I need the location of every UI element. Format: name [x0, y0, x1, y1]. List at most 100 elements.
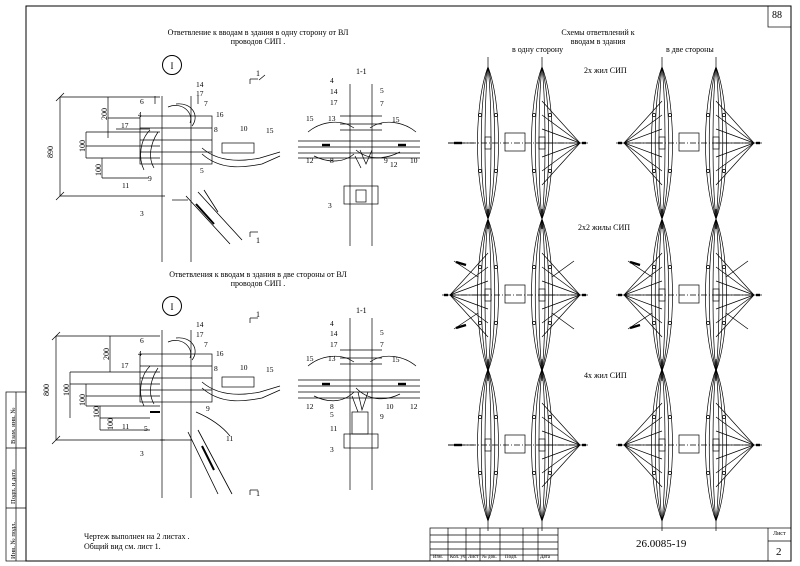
tb-header-kol: Кол. уч. — [450, 555, 467, 560]
row-label-1: 2х жил СИП — [584, 66, 627, 75]
callout-top-section-4: 5 — [380, 86, 384, 95]
pole-section-top — [298, 84, 420, 246]
callout-top-front-8: 8 — [214, 125, 218, 134]
callout-bottom-section-14: 9 — [380, 412, 384, 421]
callout-top-front-14: 3 — [140, 209, 144, 218]
callout-top-section-3: 17 — [330, 98, 338, 107]
callout-top-section-10: 8 — [330, 156, 334, 165]
callout-top-front-2: 17 — [196, 89, 204, 98]
callout-bottom-section-9: 12 — [306, 402, 314, 411]
section-mark-3: 1 — [256, 310, 260, 319]
callout-top-section-1: 4 — [330, 76, 334, 85]
callout-bottom-front-6: 17 — [121, 361, 129, 370]
callout-top-section-11: 9 — [384, 156, 388, 165]
callout-top-front-6: 17 — [121, 121, 129, 130]
title-left-bottom: Ответвления к вводам в здания в две стор… — [169, 270, 347, 288]
title-right: Схемы ответвлений к вводам в здания — [561, 28, 635, 46]
branch-diagram-1 — [448, 57, 588, 229]
section-mark-4: 1 — [256, 489, 260, 498]
view-marker-bottom-label: I — [170, 302, 174, 312]
note-line-1: Чертеж выполнен на 2 листах . — [84, 532, 190, 541]
note-line-2: Общий вид см. лист 1. — [84, 542, 161, 551]
callout-bottom-section-4: 5 — [380, 328, 384, 337]
column-one-side: в одну сторону — [512, 45, 564, 54]
callout-bottom-section-10: 8 — [330, 402, 334, 411]
sheet-number-top: 88 — [772, 10, 782, 21]
sheet-label: Лист — [773, 531, 786, 537]
dimension-lines-bottom — [51, 331, 165, 445]
view-marker-top-label: I — [170, 61, 174, 71]
callout-bottom-front-1: 14 — [196, 320, 204, 329]
callout-bottom-front-7: 16 — [216, 349, 224, 358]
dim-top-100a: 100 — [78, 140, 87, 152]
callout-bottom-section-8: 15 — [306, 354, 314, 363]
callout-bottom-front-14: 11 — [226, 434, 234, 443]
callout-bottom-front-4: 6 — [140, 336, 144, 345]
tb-header-doc: № док. — [482, 555, 497, 560]
dim-top-200: 200 — [100, 108, 109, 120]
branch-diagram-5 — [448, 359, 588, 531]
section-label-bottom: 1-1 — [356, 306, 367, 315]
callout-bottom-front-3: 7 — [204, 340, 208, 349]
callout-top-front-10: 15 — [266, 126, 274, 135]
branch-diagram-2 — [616, 57, 762, 229]
callout-bottom-front-13: 5 — [144, 424, 148, 433]
callout-bottom-section-2: 14 — [330, 329, 338, 338]
callout-top-section-2: 14 — [330, 87, 338, 96]
branch-diagram-3 — [442, 209, 588, 381]
dim-top-890: 890 — [46, 146, 55, 158]
callout-top-section-5: 7 — [380, 99, 384, 108]
callout-bottom-section-3: 17 — [330, 340, 338, 349]
callout-top-front-13: 11 — [122, 181, 130, 190]
callout-bottom-front-10: 15 — [266, 365, 274, 374]
section-mark-2: 1 — [256, 236, 260, 245]
dim-bottom-100b: 100 — [78, 394, 87, 406]
callout-top-section-14: 3 — [328, 201, 332, 210]
callout-top-section-6: 15 — [392, 115, 400, 124]
doc-number: 26.0085-19 — [636, 538, 687, 550]
view-marker-top: I — [162, 55, 182, 75]
callout-top-front-4: 6 — [140, 97, 144, 106]
tb-header-izm: Изм. — [433, 555, 443, 560]
callout-top-front-3: 7 — [204, 99, 208, 108]
branch-diagrams — [442, 57, 762, 531]
callout-top-front-9: 10 — [240, 124, 248, 133]
callout-bottom-section-7: 13 — [328, 354, 336, 363]
callout-top-section-8: 15 — [306, 114, 314, 123]
section-mark-1: 1 — [256, 69, 260, 78]
row-label-3: 4х жил СИП — [584, 371, 627, 380]
tb-header-list: Лист — [468, 555, 479, 560]
callout-top-section-7: 13 — [328, 114, 336, 123]
callout-bottom-front-11: 9 — [206, 404, 210, 413]
callout-bottom-section-1: 4 — [330, 319, 334, 328]
pole-front-bottom — [139, 317, 281, 498]
dim-top-100b: 100 — [94, 164, 103, 176]
view-marker-bottom: I — [162, 296, 182, 316]
callout-top-section-12: 10 — [410, 156, 418, 165]
stamp-replace-inv: Взам. инв. № — [10, 407, 17, 444]
callout-bottom-section-16: 3 — [330, 445, 334, 454]
title-left-top: Ответвление к вводам в здания в одну сто… — [167, 28, 349, 46]
section-label-top: 1-1 — [356, 67, 367, 76]
dim-bottom-800: 800 — [42, 384, 51, 396]
callout-top-front-7: 16 — [216, 110, 224, 119]
callout-bottom-front-15: 3 — [140, 449, 144, 458]
callout-bottom-section-12: 12 — [410, 402, 418, 411]
callout-top-section-9: 12 — [306, 156, 314, 165]
callout-top-front-11: 5 — [200, 166, 204, 175]
dim-bottom-100d: 100 — [106, 418, 115, 430]
callout-bottom-front-5: 4 — [138, 349, 142, 358]
branch-diagram-4 — [616, 209, 762, 381]
dim-bottom-200: 200 — [102, 348, 111, 360]
pole-section-bottom — [298, 318, 420, 490]
callout-bottom-front-2: 17 — [196, 330, 204, 339]
pole-front-top — [139, 74, 281, 262]
callout-top-section-13: 12 — [390, 160, 398, 169]
callout-bottom-section-11: 10 — [386, 402, 394, 411]
branch-diagram-6 — [616, 359, 762, 531]
callout-top-front-5: 4 — [138, 110, 142, 119]
dim-bottom-100a: 100 — [62, 384, 71, 396]
sheet-frame — [5, 5, 792, 562]
